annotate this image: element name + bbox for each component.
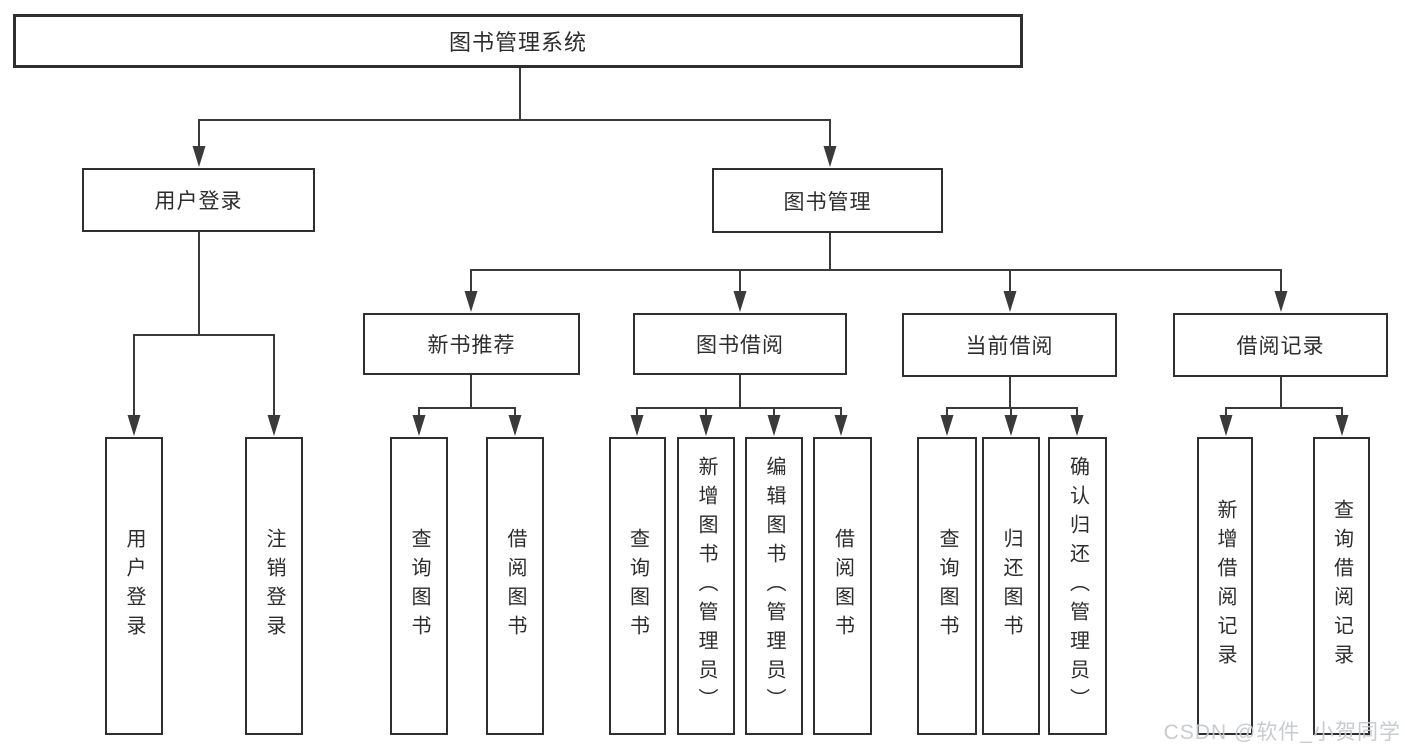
arrowhead [834, 415, 848, 436]
arrowhead [1004, 415, 1018, 436]
node-label: 查询图书 [626, 528, 649, 644]
connector-root [198, 68, 831, 150]
connector-borrow-record-group [1225, 377, 1343, 420]
node-label: 新增图书（管理员） [695, 455, 717, 717]
leaf-add-books-admin: 新增图书（管理员） [677, 437, 735, 735]
arrowhead [630, 415, 644, 436]
arrowhead [1274, 291, 1288, 312]
arrowhead [823, 146, 837, 167]
node-current-borrow: 当前借阅 [902, 313, 1117, 377]
leaf-user-login: 用户登录 [105, 437, 163, 735]
leaf-logout: 注销登录 [245, 437, 303, 735]
connector-new-book-group [418, 375, 516, 420]
node-new-book-recommend: 新书推荐 [363, 313, 580, 375]
arrowhead [940, 415, 954, 436]
csdn-watermark: CSDN @软件_小贺同学 [1163, 721, 1401, 744]
node-label: 归还图书 [1000, 528, 1022, 644]
arrowhead [1070, 415, 1084, 436]
leaf-edit-books-admin: 编辑图书（管理员） [745, 437, 803, 735]
node-label: 用户登录 [123, 528, 145, 644]
leaf-borrow-books: 借阅图书 [813, 437, 872, 735]
arrowhead [1003, 291, 1017, 312]
arrowhead [733, 291, 747, 312]
leaf-borrow-books-recommend: 借阅图书 [486, 437, 544, 735]
connector-book-borrow-group [636, 375, 842, 420]
connector-current-borrow-group [946, 377, 1078, 420]
leaf-return-books: 归还图书 [982, 437, 1040, 735]
node-book-management: 图书管理 [712, 168, 943, 233]
arrowhead [1335, 415, 1349, 436]
connector-book-management-group [470, 233, 1282, 294]
node-label: 借阅图书 [504, 528, 526, 644]
node-borrow-record: 借阅记录 [1173, 313, 1388, 377]
leaf-confirm-return-admin: 确认归还（管理员） [1048, 437, 1107, 735]
node-label: 新增借阅记录 [1214, 499, 1236, 673]
node-label: 确认归还（管理员） [1066, 455, 1089, 717]
node-book-borrow: 图书借阅 [633, 313, 847, 375]
leaf-query-books-recommend: 查询图书 [390, 437, 448, 735]
arrowhead [464, 291, 478, 312]
node-library-management-system: 图书管理系统 [13, 14, 1023, 68]
node-label: 查询借阅记录 [1330, 499, 1353, 673]
arrowhead [767, 415, 781, 436]
node-label: 借阅图书 [831, 528, 854, 644]
arrowhead [699, 415, 713, 436]
arrowhead [412, 415, 426, 436]
node-label: 查询图书 [936, 528, 958, 644]
node-label: 查询图书 [408, 528, 430, 644]
node-label: 编辑图书（管理员） [763, 455, 785, 717]
arrowhead [508, 415, 522, 436]
leaf-query-books-current: 查询图书 [917, 437, 977, 735]
connector-user-login-group [133, 232, 275, 420]
leaf-query-books-borrow: 查询图书 [609, 437, 666, 735]
node-user-login: 用户登录 [82, 168, 315, 232]
leaf-query-borrow-record: 查询借阅记录 [1313, 437, 1370, 735]
arrowhead [192, 146, 206, 167]
leaf-add-borrow-record: 新增借阅记录 [1197, 437, 1253, 735]
arrowhead [127, 415, 141, 436]
arrowhead [267, 415, 281, 436]
node-label: 注销登录 [263, 528, 285, 644]
arrowhead [1219, 415, 1233, 436]
